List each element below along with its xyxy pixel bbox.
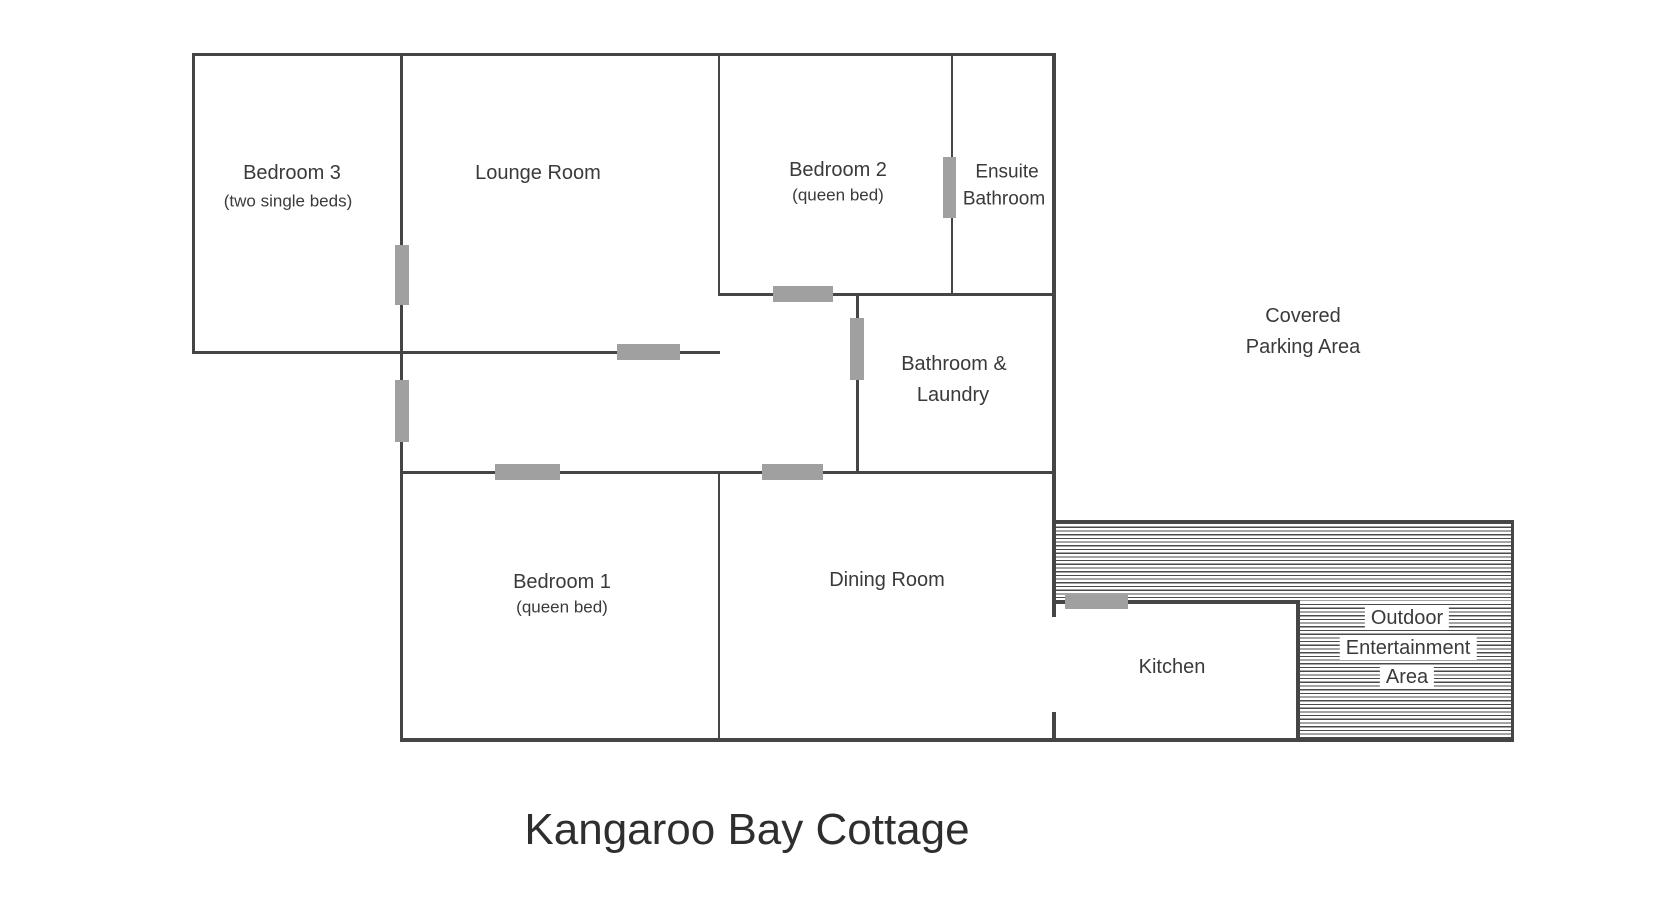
wall-hatch-top-border	[1052, 520, 1514, 523]
wall-kitchen-top	[1052, 600, 1300, 604]
wall-hall-bottom	[400, 471, 1055, 474]
wall-top-outer	[192, 53, 1055, 56]
outdoor-hatch-top-band	[1056, 523, 1511, 601]
bedroom3-door	[395, 245, 409, 305]
wall-bedroom3-lounge-bottom	[192, 351, 720, 354]
covered-parking-area-label: Covered	[1265, 305, 1341, 327]
bedroom-3-label: (two single beds)	[223, 191, 353, 211]
wall-bedroom2-ensuite-bottom	[718, 293, 1055, 296]
wall-right-outer-upper	[1052, 53, 1056, 617]
wall-bedroom1-dining-divider	[718, 471, 720, 740]
outdoor-entertainment-area-label: Entertainment	[1339, 636, 1477, 660]
bedroom1-door	[495, 464, 560, 480]
bedroom-2-label: (queen bed)	[792, 185, 884, 205]
bedroom-1-label: Bedroom 1	[513, 571, 611, 593]
outdoor-entertainment-area-label: Outdoor	[1364, 606, 1450, 630]
lounge-door	[617, 344, 680, 360]
dining-room-label: Dining Room	[829, 569, 945, 591]
bedroom-2-label: Bedroom 2	[789, 159, 887, 181]
bedroom-1-label: (queen bed)	[516, 597, 608, 617]
bedroom-3-label: Bedroom 3	[243, 162, 341, 184]
ensuite-bathroom-label: Bathroom	[962, 188, 1046, 210]
plan-title: Kangaroo Bay Cottage	[524, 805, 970, 854]
covered-parking-area-label: Parking Area	[1245, 336, 1361, 358]
ensuite-bathroom-label: Ensuite	[975, 161, 1039, 183]
outdoor-entertainment-area-label: Area	[1379, 665, 1435, 689]
wall-bedroom2-left	[718, 53, 720, 295]
kitchen-door	[1065, 595, 1128, 609]
entry-door	[395, 380, 409, 442]
dining-door	[762, 464, 823, 480]
wall-bedroom3-left-outer	[192, 53, 195, 354]
bedroom2-door	[773, 286, 833, 302]
lounge-room-label: Lounge Room	[475, 162, 601, 184]
wall-bathroom-laundry-left	[856, 293, 859, 473]
bathroom-laundry-door	[850, 318, 864, 380]
wall-kitchen-right	[1296, 600, 1300, 742]
bathroom-laundry-label: Laundry	[916, 384, 990, 406]
kitchen-label: Kitchen	[1138, 656, 1206, 678]
ensuite-door	[943, 157, 956, 218]
wall-bottom-outer	[400, 738, 1300, 742]
wall-right-outer-stub	[1052, 712, 1056, 740]
wall-hatch-right-border	[1511, 520, 1514, 742]
bathroom-laundry-label: Bathroom &	[901, 353, 1007, 375]
wall-hatch-bottom-border	[1296, 738, 1514, 742]
